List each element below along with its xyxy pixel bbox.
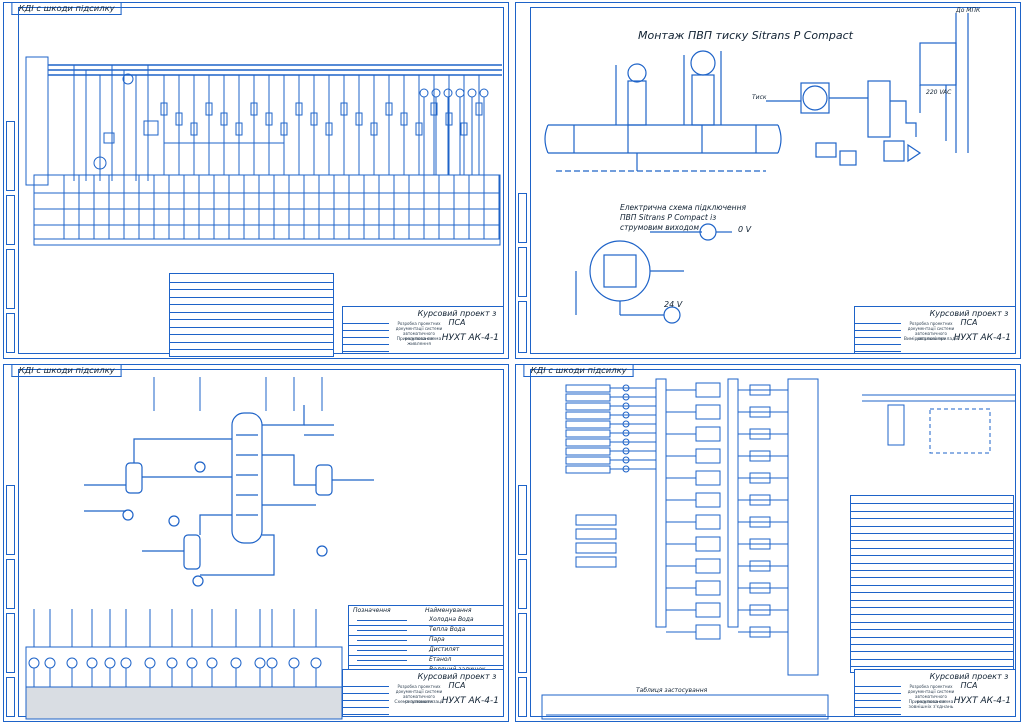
legend-row-label: Холодна Вода — [429, 616, 474, 623]
table-caption: Таблиця застосування — [636, 687, 708, 694]
sheet-tag: КДІ с шкоди підсилку — [523, 365, 634, 377]
legend-row-label: Етанол — [429, 656, 452, 663]
label-220vac: 220 VAC — [926, 89, 952, 96]
side-strip — [4, 3, 18, 358]
project-subtitle: Розробка проектних документації системи … — [907, 321, 955, 341]
sheet-heading: Монтаж ПВП тиску Sitrans P Compact — [638, 29, 853, 42]
legend-row-label: Пара — [429, 636, 445, 643]
drawing-name: Принципова схема зовнішніх з'єднань — [908, 700, 954, 710]
sheet-frame — [530, 7, 1016, 354]
power-scheme-drawing — [25, 56, 502, 246]
spec-table — [169, 273, 334, 357]
pressure-transmitter-drawing — [544, 13, 969, 324]
title-block: Курсовий проект з ПСА Розробка проектних… — [854, 306, 1016, 354]
drawing-sheet-automation-scheme: КДІ с шкоди підсилку Позначення Найменув… — [3, 364, 509, 722]
label-zero-volt: 0 V — [738, 225, 752, 234]
side-strip — [4, 365, 18, 721]
equipment-table — [850, 495, 1014, 673]
document-code: НУХТ АК-4-1 — [953, 696, 1011, 706]
legend-header-name: Найменування — [425, 607, 472, 614]
project-title: Курсовий проект з ПСА — [929, 672, 1009, 690]
external-connections-drawing — [541, 378, 1016, 720]
drawing-sheet-pressure-transmitter: Монтаж ПВП тиску Sitrans P Compact Елект… — [515, 2, 1021, 359]
automation-scheme-drawing — [25, 377, 374, 720]
label-to-mpk: До МПК — [956, 7, 981, 14]
legend-line-symbol — [357, 650, 407, 651]
title-block: Курсовий проект з ПСА Розробка проектних… — [342, 306, 504, 354]
legend-line-symbol — [357, 660, 407, 661]
drawing-name: Схема автоматизації — [394, 700, 444, 705]
sheet-tag: КДІ с шкоди підсилку — [11, 365, 122, 377]
legend-row-label: Дистилят — [429, 646, 460, 653]
project-title: Курсовий проект з ПСА — [417, 309, 497, 327]
legend-header-symbol: Позначення — [353, 607, 391, 614]
legend-line-symbol — [357, 620, 407, 621]
label-pressure: Тиск — [752, 94, 767, 101]
drawing-sheet-power-scheme: КДІ с шкоди підсилку Курсовий проект з П… — [3, 2, 509, 359]
sheet-tag: КДІ с шкоди підсилку — [11, 3, 122, 15]
drawing-name: Принципова схема живлення — [396, 337, 442, 347]
legend-line-symbol — [357, 640, 407, 641]
drawing-sheet-external-connections: КДІ с шкоди підсилку Таблиця застосуванн… — [515, 364, 1021, 722]
title-block: Курсовий проект з ПСА Розробка проектних… — [854, 669, 1016, 717]
wiring-heading: Електрична схема підключення ПВП Sitrans… — [620, 203, 746, 232]
title-block: Курсовий проект з ПСА Розробка проектних… — [342, 669, 504, 717]
project-title: Курсовий проект з ПСА — [929, 309, 1009, 327]
project-subtitle: Розробка проектних документації системи … — [395, 684, 443, 704]
side-strip — [516, 3, 530, 358]
document-code: НУХТ АК-4-1 — [953, 333, 1011, 343]
project-subtitle: Розробка проектних документації системи … — [395, 321, 443, 341]
label-24-volt: 24 V — [664, 300, 683, 309]
legend-row-label: Тепла Вода — [429, 626, 466, 633]
document-code: НУХТ АК-4-1 — [441, 333, 499, 343]
sheet-frame — [530, 369, 1016, 717]
project-title: Курсовий проект з ПСА — [417, 672, 497, 690]
drawing-name: Вимірювальні прилади — [903, 337, 959, 342]
document-code: НУХТ АК-4-1 — [441, 696, 499, 706]
side-strip — [516, 365, 530, 721]
legend-line-symbol — [357, 630, 407, 631]
project-subtitle: Розробка проектних документації системи … — [907, 684, 955, 704]
